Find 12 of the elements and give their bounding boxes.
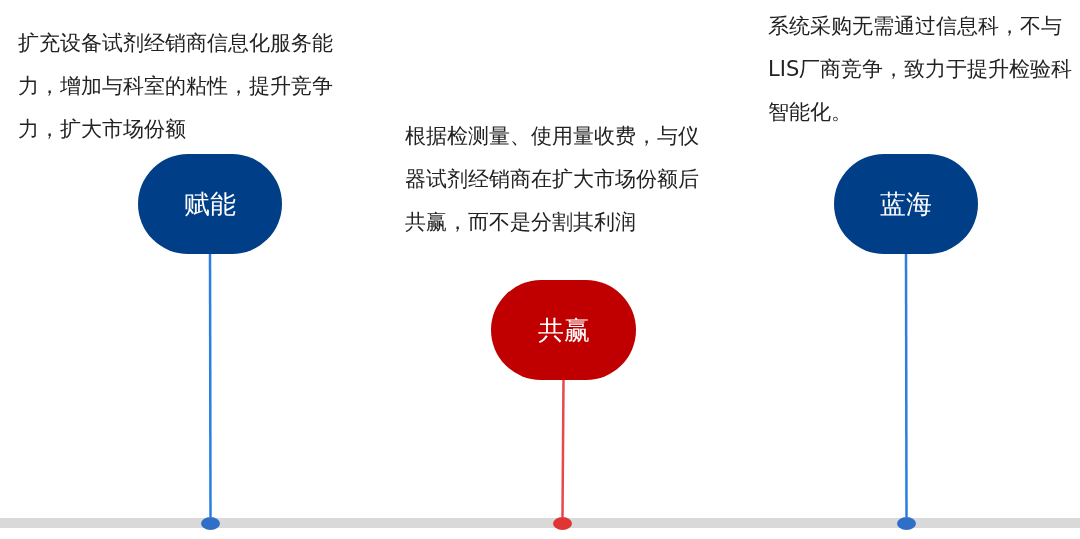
label-pill: 赋能 <box>138 154 282 254</box>
connector-line <box>561 380 565 517</box>
description-text: 根据检测量、使用量收费，与仪器试剂经销商在扩大市场份额后共赢，而不是分割其利润 <box>405 123 700 236</box>
label-pill: 蓝海 <box>834 154 978 254</box>
timeline-dot <box>553 517 572 530</box>
timeline-dot <box>897 517 916 530</box>
description-text: 扩充设备试剂经销商信息化服务能力，增加与科室的粘性，提升竞争力，扩大市场份额 <box>18 30 334 143</box>
description-text: 系统采购无需通过信息科，不与LIS厂商竞争，致力于提升检验科智能化。 <box>768 13 1073 126</box>
timeline-dot <box>201 517 220 530</box>
label-pill: 共赢 <box>491 280 636 380</box>
connector-line <box>208 254 212 517</box>
connector-line <box>904 254 908 517</box>
